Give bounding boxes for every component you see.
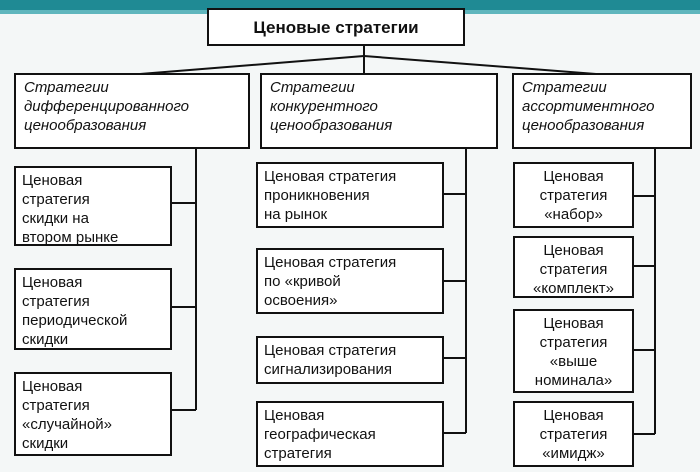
strategy-learning-curve: Ценовая стратегия по «кривой освоения» — [256, 248, 444, 314]
strategy-above-par: Ценовая стратегия «выше номинала» — [513, 309, 634, 393]
category-assortment-pricing: Стратегии ассортиментного ценообразовани… — [512, 73, 692, 149]
top-border-band — [0, 0, 700, 10]
strategy-bundle: Ценовая стратегия «комплект» — [513, 236, 634, 298]
strategy-set: Ценовая стратегия «набор» — [513, 162, 634, 228]
strategy-signaling: Ценовая стратегия сигнализирования — [256, 336, 444, 384]
category-competitive-pricing: Стратегии конкурентного ценообразования — [260, 73, 498, 149]
strategy-market-penetration: Ценовая стратегия проникновения на рынок — [256, 162, 444, 228]
strategy-image: Ценовая стратегия «имидж» — [513, 401, 634, 467]
category-differentiated-pricing: Стратегии дифференцированного ценообразо… — [14, 73, 250, 149]
strategy-geographic: Ценовая географическая стратегия — [256, 401, 444, 467]
connector-title-right — [363, 55, 597, 75]
strategy-periodic-discount: Ценовая стратегия периодической скидки — [14, 268, 172, 350]
diagram-title: Ценовые стратегии — [207, 8, 465, 46]
strategy-second-market-discount: Ценовая стратегия скидки на втором рынке — [14, 166, 172, 246]
connector-title-left — [139, 55, 365, 75]
strategy-random-discount: Ценовая стратегия «случайной» скидки — [14, 372, 172, 456]
